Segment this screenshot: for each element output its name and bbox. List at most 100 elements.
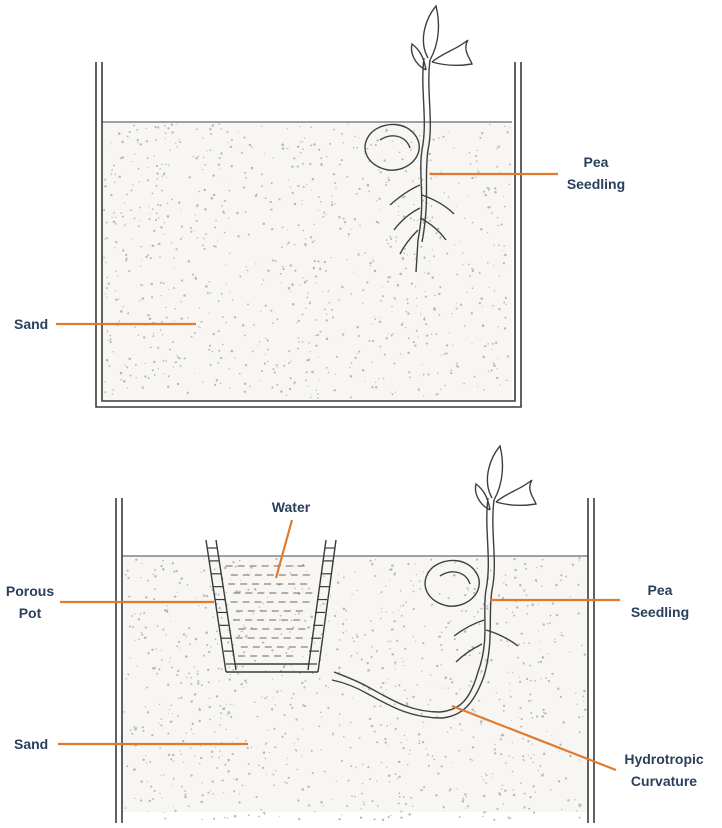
sand-grain — [511, 720, 512, 721]
sand-grain — [154, 588, 156, 590]
sand-grain — [229, 388, 230, 389]
sand-grain — [242, 785, 244, 787]
sand-grain — [456, 649, 458, 651]
sand-grain — [162, 164, 164, 166]
sand-grain — [320, 157, 322, 159]
sand-grain — [431, 604, 433, 606]
sand-grain — [312, 178, 315, 181]
sand-grain — [190, 700, 192, 702]
sand-grain — [503, 710, 505, 712]
sand-grain — [398, 610, 399, 611]
sand-grain — [173, 806, 174, 807]
sand-grain — [395, 240, 396, 241]
sand-grain — [384, 354, 386, 356]
sand-grain — [542, 656, 545, 659]
sand-grain — [131, 733, 133, 735]
sand-grain — [374, 575, 376, 577]
sand-grain — [184, 790, 186, 792]
sand-grain — [565, 576, 567, 578]
sand-grain — [259, 380, 260, 381]
sand-grain — [561, 632, 562, 633]
sand-grain — [179, 648, 180, 649]
sand-grain — [316, 282, 317, 283]
sand-grain — [148, 218, 150, 220]
sand-grain — [319, 331, 321, 333]
sand-grain — [533, 754, 534, 755]
sand-grain — [160, 168, 161, 169]
sand-grain — [454, 244, 455, 245]
sand-grain — [136, 666, 137, 667]
sand-grain — [273, 784, 275, 786]
sand-grain — [513, 794, 516, 797]
sand-grain — [527, 605, 529, 607]
sand-grain — [308, 342, 310, 344]
sand-grain — [180, 754, 182, 756]
sand-grain — [328, 687, 329, 688]
sand-grain — [187, 317, 188, 318]
sand-grain — [479, 302, 481, 304]
sand-grain — [264, 153, 265, 154]
sand-grain — [284, 733, 286, 735]
sand-grain — [202, 794, 204, 796]
sand-grain — [375, 382, 376, 383]
sand-grain — [133, 768, 136, 771]
sand-grain — [270, 201, 272, 203]
sand-grain — [499, 276, 500, 277]
sand-grain — [302, 729, 303, 730]
sand-grain — [113, 212, 115, 214]
sand-grain — [265, 338, 266, 339]
sand-grain — [216, 630, 218, 632]
sand-grain — [177, 383, 179, 385]
sand-grain — [413, 341, 415, 343]
sand-grain — [503, 705, 505, 707]
sand-grain — [398, 211, 399, 212]
sand-grain — [469, 654, 471, 656]
sand-grain — [203, 558, 204, 559]
sand-grain — [143, 336, 145, 338]
sand-grain — [504, 206, 506, 208]
sand-grain — [189, 643, 191, 645]
sand-grain — [323, 212, 325, 214]
sand-grain — [158, 368, 159, 369]
sand-grain — [483, 389, 485, 391]
sand-grain — [184, 796, 186, 798]
sand-grain — [150, 786, 152, 788]
sand-grain — [205, 285, 208, 288]
sand-grain — [401, 324, 403, 326]
sand-grain — [503, 803, 504, 804]
sand-grain — [464, 218, 465, 219]
sand-grain — [443, 806, 445, 808]
sand-grain — [200, 801, 203, 804]
sand-grain — [494, 191, 496, 193]
sand-grain — [362, 369, 364, 371]
sand-grain — [221, 780, 222, 781]
sand-grain — [267, 696, 268, 697]
sand-grain — [202, 169, 203, 170]
sand-grain — [469, 152, 471, 154]
sand-grain — [398, 215, 399, 216]
sand-grain — [237, 673, 239, 675]
sand-grain — [288, 777, 290, 779]
sand-grain — [167, 611, 169, 613]
sand-grain — [182, 740, 184, 742]
sand-grain — [368, 191, 370, 193]
sand-grain — [524, 589, 525, 590]
sand-grain — [194, 755, 195, 756]
sand-grain — [496, 622, 499, 625]
sand-grain — [521, 633, 523, 635]
sand-grain — [339, 639, 341, 641]
sand-grain — [556, 614, 558, 616]
sand-grain — [142, 387, 144, 389]
sand-grain — [249, 386, 251, 388]
sand-grain — [232, 299, 234, 301]
sand-grain — [149, 800, 151, 802]
sand-grain — [226, 715, 227, 716]
sand-grain — [245, 627, 246, 628]
sand-grain — [118, 132, 121, 135]
sand-grain — [218, 330, 220, 332]
sand-grain — [488, 371, 490, 373]
sand-grain — [205, 595, 206, 596]
sand-grain — [280, 390, 283, 393]
sand-grain — [167, 386, 169, 388]
sand-grain — [317, 393, 319, 395]
